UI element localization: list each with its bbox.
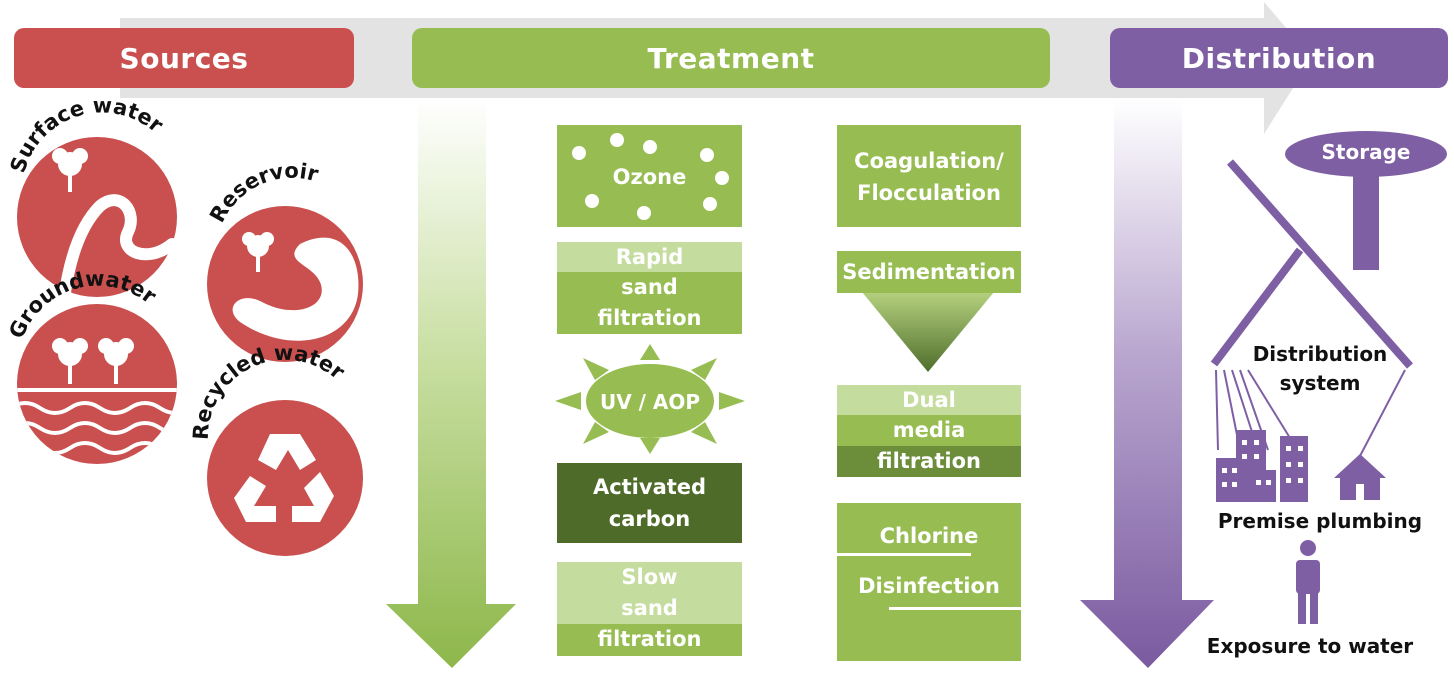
distribution-system-line-2: system — [1279, 371, 1361, 395]
slow-sand-filtration-box: Slow sand filtration — [557, 562, 742, 656]
header-sources: Sources — [14, 28, 354, 88]
slow-sand-line-2: sand — [557, 593, 742, 624]
distribution-down-arrow — [1080, 98, 1214, 668]
storage-label: Storage — [1321, 140, 1411, 164]
dual-media-line-1: Dual — [837, 385, 1021, 415]
disinfection-label: Disinfection — [858, 574, 1000, 598]
activated-carbon-line-1: Activated — [592, 475, 707, 499]
sedimentation-box: Sedimentation — [837, 251, 1021, 293]
ozone-label: Ozone — [612, 165, 687, 189]
uv-aop-label: UV / AOP — [600, 390, 700, 414]
dual-media-line-2: media — [837, 415, 1021, 446]
header-treatment: Treatment — [412, 28, 1050, 88]
disinfection-underline — [889, 607, 1021, 610]
dual-media-filtration-box: Dual media filtration — [837, 385, 1021, 477]
groundwater-icon — [17, 304, 177, 464]
activated-carbon-box: Activated carbon — [557, 463, 742, 543]
chlorine-label: Chlorine — [879, 524, 979, 548]
coagulation-line-1: Coagulation/ — [854, 149, 1004, 173]
chlorine-disinfection-box: Chlorine Disinfection — [837, 503, 1021, 661]
coagulation-box: Coagulation/ Flocculation — [837, 125, 1021, 227]
premise-plumbing-label: Premise plumbing — [1217, 509, 1423, 533]
recycled-water-icon — [207, 400, 363, 556]
rapid-sand-line-2: sand — [557, 272, 742, 303]
distribution-system-line-1: Distribution — [1252, 342, 1388, 366]
dual-media-line-3: filtration — [837, 446, 1021, 477]
rapid-sand-line-3: filtration — [557, 303, 742, 334]
header-distribution: Distribution — [1110, 28, 1448, 88]
treatment-down-arrow — [386, 98, 516, 668]
coagulation-line-2: Flocculation — [857, 181, 1001, 205]
exposure-to-water-label: Exposure to water — [1206, 634, 1414, 658]
source-icons: Surface water — [4, 94, 363, 556]
surface-water-icon — [17, 137, 178, 305]
rapid-sand-line-1: Rapid — [557, 242, 742, 272]
rapid-sand-filtration-box: Rapid sand filtration — [557, 242, 742, 334]
ozone-box: Ozone — [557, 125, 742, 227]
uv-sun-icon: UV / AOP — [555, 344, 745, 454]
activated-carbon-line-2: carbon — [608, 507, 691, 531]
slow-sand-line-3: filtration — [557, 624, 742, 656]
sedimentation-funnel — [862, 292, 994, 372]
chlorine-underline — [837, 553, 971, 556]
ozone-bubbles — [572, 133, 729, 220]
slow-sand-line-1: Slow — [557, 562, 742, 593]
reservoir-icon — [207, 206, 363, 362]
distribution-network — [1210, 131, 1447, 624]
